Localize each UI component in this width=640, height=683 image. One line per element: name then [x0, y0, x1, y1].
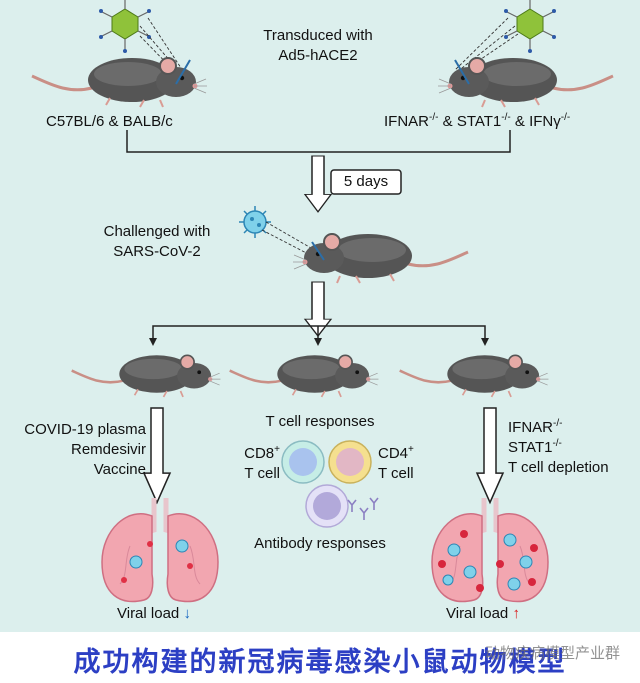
antibody-responses-label: Antibody responses — [254, 535, 386, 552]
knockout-item: STAT1-/- — [508, 438, 562, 457]
treatment-list: COVID-19 plasma Remdesivir Vaccine — [0, 420, 146, 480]
cd4-t-cell-icon — [328, 440, 372, 484]
treatment-mouse-icon — [70, 354, 222, 399]
treatment-arrow — [143, 407, 171, 504]
mouse-right-icon — [436, 56, 615, 109]
knockout-item: IFNAR-/- — [508, 418, 563, 437]
knockout-list: IFNAR-/- STAT1-/- T cell depletion — [508, 418, 609, 478]
viral-load-left: Viral load ↓ — [117, 605, 191, 622]
lung-left-icon — [102, 498, 218, 601]
right-strain-label: IFNAR-/- & STAT1-/- & IFNγ-/- — [384, 112, 571, 131]
arrow-up-icon: ↑ — [512, 605, 520, 622]
viral-load-right: Viral load ↑ — [446, 605, 520, 622]
mouse-left-icon — [30, 56, 209, 109]
cd8-t-cell-icon — [281, 440, 325, 484]
challenge-label: Challenged with SARS-CoV-2 — [103, 223, 211, 260]
footer-title: 成功构建的新冠病毒感染小鼠动物模型 — [73, 647, 567, 678]
cd8-label: CD8+ T cell — [244, 444, 280, 483]
immune-mouse-icon — [228, 354, 380, 399]
down-arrow — [304, 155, 332, 213]
t-cell-responses-title: T cell responses — [265, 413, 375, 430]
transduced-label: Transduced with Ad5-hACE2 — [263, 27, 373, 64]
days-box — [330, 169, 402, 195]
knockout-arrow — [476, 407, 504, 504]
footer: 成功构建的新冠病毒感染小鼠动物模型 — [0, 632, 640, 683]
days-label: 5 days — [343, 173, 389, 190]
treatment-item: Vaccine — [93, 461, 146, 478]
antibody-icon — [347, 497, 379, 520]
diagram-artwork — [30, 0, 615, 632]
adenovirus-icon — [98, 0, 152, 54]
knockout-item: T cell depletion — [508, 459, 609, 476]
b-cell-icon — [305, 484, 349, 528]
adenovirus-icon — [503, 0, 557, 54]
treatment-item: Remdesivir — [70, 441, 146, 458]
lung-right-icon — [432, 498, 548, 601]
treatment-item: COVID-19 plasma — [24, 421, 146, 438]
left-strain-label: C57BL/6 & BALB/c — [46, 113, 173, 130]
arrow-down-icon: ↓ — [183, 605, 191, 622]
cd4-label: CD4+ T cell — [378, 444, 414, 483]
watermark: 动物疾病模型产业群 — [484, 644, 620, 662]
challenged-mouse-icon — [291, 232, 470, 285]
knockout-mouse-icon — [398, 354, 550, 399]
